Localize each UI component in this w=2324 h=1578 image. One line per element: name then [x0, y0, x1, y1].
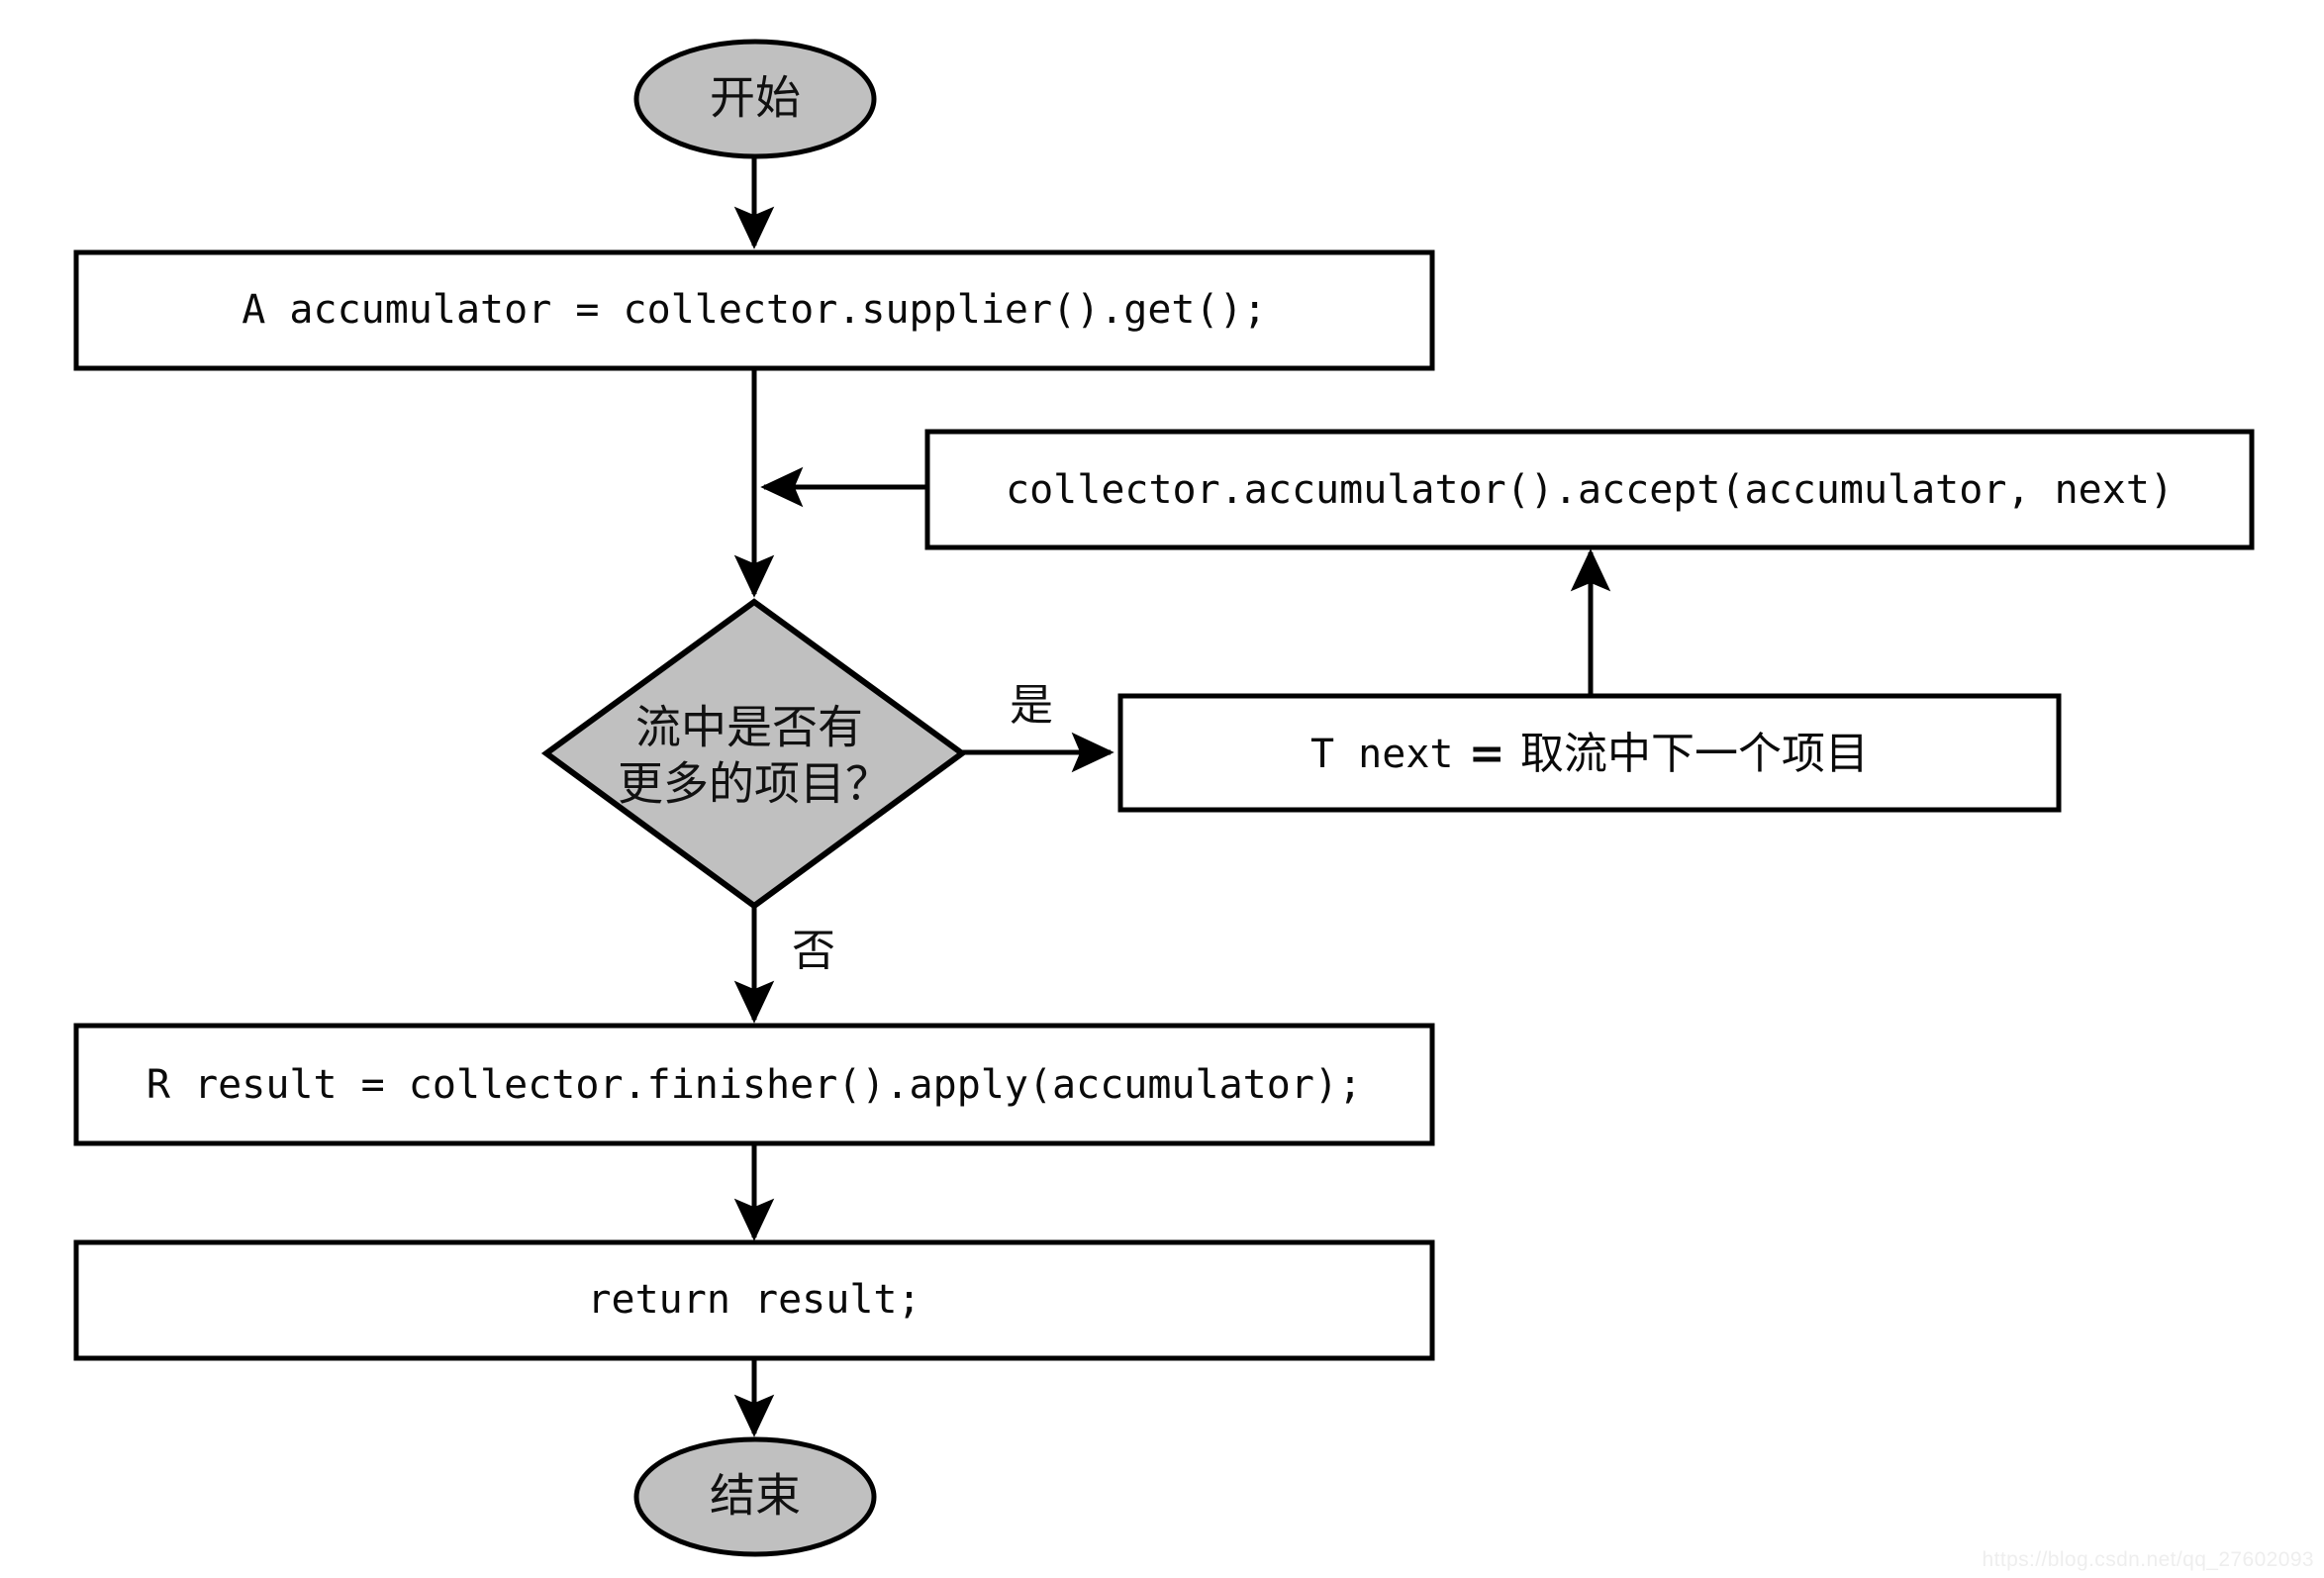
next-item-box-shape	[1117, 693, 2062, 813]
finisher-label: R result = collector.finisher().apply(ac…	[146, 1062, 1362, 1108]
node-decision[interactable]: 流中是否有 更多的项目？	[540, 598, 968, 910]
decision-label-line2: 更多的项目？	[618, 757, 891, 811]
edge-label-no: 否	[792, 926, 835, 976]
next-item-label-eq: =	[1453, 729, 1520, 779]
node-start[interactable]: 开始	[633, 39, 877, 159]
supplier-label: A accumulator = collector.supplier().get…	[242, 287, 1267, 333]
supplier-box-shape	[73, 249, 1435, 371]
next-item-label-cjk: 取流中下一个项目	[1520, 729, 1869, 779]
decision-diamond-shape	[540, 598, 968, 910]
node-finisher[interactable]: R result = collector.finisher().apply(ac…	[73, 1023, 1435, 1146]
node-accept[interactable]: collector.accumulator().accept(accumulat…	[924, 429, 2255, 550]
node-return[interactable]: return result;	[73, 1239, 1435, 1361]
end-ellipse-shape	[633, 1436, 877, 1557]
edge-label-yes: 是	[1010, 680, 1053, 731]
node-end[interactable]: 结束	[633, 1436, 877, 1557]
connectors	[733, 156, 1611, 1437]
return-box-shape	[73, 1239, 1435, 1361]
decision-label-line1: 流中是否有	[635, 701, 863, 754]
start-label: 开始	[710, 71, 801, 125]
return-label: return result;	[587, 1277, 920, 1323]
accept-box-shape	[924, 429, 2255, 550]
next-item-label: T next = 取流中下一个项目	[1310, 729, 1869, 779]
node-next-item[interactable]: T next = 取流中下一个项目	[1117, 693, 2062, 813]
next-item-label-code: T next	[1310, 732, 1454, 777]
end-label: 结束	[710, 1469, 801, 1523]
watermark-text: https://blog.csdn.net/qq_27602093	[1982, 1548, 2314, 1571]
start-ellipse-shape	[633, 39, 877, 159]
accept-label: collector.accumulator().accept(accumulat…	[1006, 467, 2174, 513]
finisher-box-shape	[73, 1023, 1435, 1146]
node-supplier[interactable]: A accumulator = collector.supplier().get…	[73, 249, 1435, 371]
